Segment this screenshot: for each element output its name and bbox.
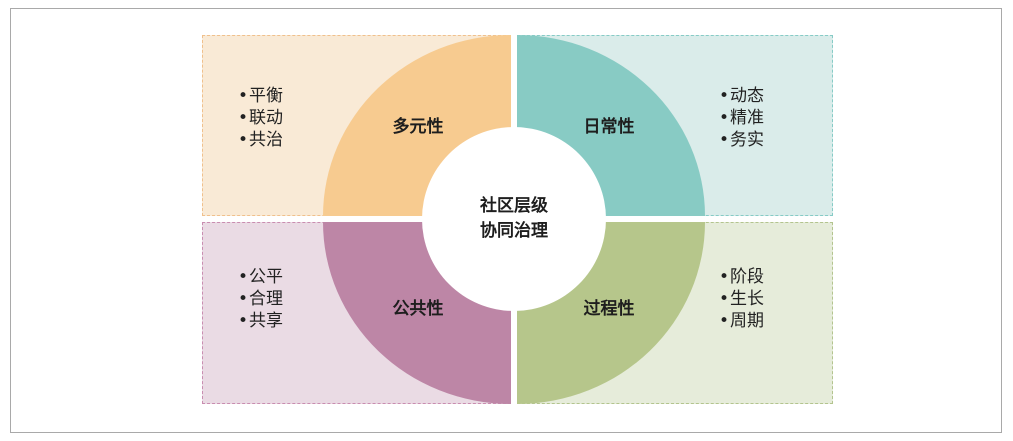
list-item: 联动 [238, 107, 283, 129]
list-item: 共治 [238, 129, 283, 151]
center-circle [422, 127, 606, 311]
center-title-line2: 协同治理 [480, 220, 548, 241]
list-item: 合理 [238, 288, 283, 310]
list-item: 动态 [719, 85, 764, 107]
label-public: 公共性 [393, 298, 444, 319]
list-item: 阶段 [719, 266, 764, 288]
bullet-list-diversity: 平衡 联动 共治 [238, 85, 283, 151]
bullet-list-process: 阶段 生长 周期 [719, 266, 764, 332]
bullet-list-routine: 动态 精准 务实 [719, 85, 764, 151]
bullet-list-public: 公平 合理 共享 [238, 266, 283, 332]
list-item: 共享 [238, 310, 283, 332]
center-title-line1: 社区层级 [479, 195, 548, 216]
list-item: 公平 [238, 266, 283, 288]
list-item: 务实 [719, 129, 764, 151]
list-item: 周期 [719, 310, 764, 332]
label-process: 过程性 [584, 298, 635, 319]
label-routine: 日常性 [584, 116, 635, 137]
list-item: 生长 [719, 288, 764, 310]
list-item: 平衡 [238, 85, 283, 107]
label-diversity: 多元性 [393, 116, 444, 137]
list-item: 精准 [719, 107, 764, 129]
